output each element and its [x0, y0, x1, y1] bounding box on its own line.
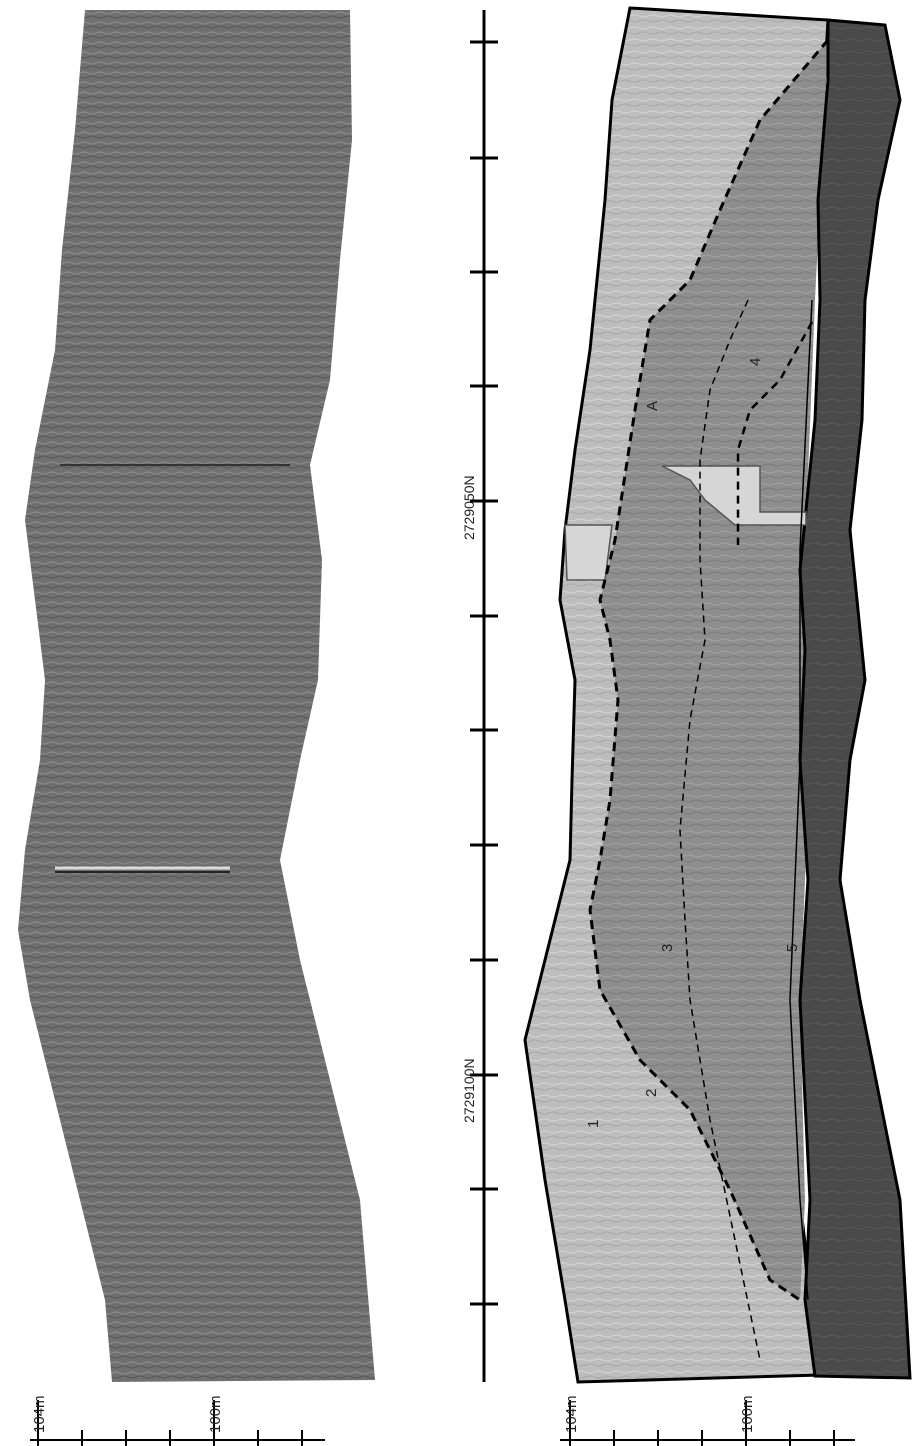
- left-depth-scale: 104m 100m: [30, 1395, 325, 1446]
- northing-axis: 2729050N 2729100N: [461, 10, 498, 1382]
- depth-label-104: 104m: [563, 1395, 580, 1433]
- right-depth-scale: 104m 100m: [560, 1395, 855, 1446]
- radargram-raw-section: [18, 10, 375, 1382]
- unit-label-3: 3: [659, 944, 676, 952]
- left-radargram-panel: 104m 100m: [18, 10, 375, 1446]
- unit-label-4: 4: [747, 358, 764, 366]
- unit-label-1: 1: [585, 1120, 602, 1128]
- annotated-box-upper: [565, 525, 612, 580]
- unit-label-5: 5: [784, 944, 801, 952]
- unit-label-a: A: [644, 401, 661, 411]
- depth-label-104: 104m: [31, 1395, 48, 1433]
- northing-label-2729050n: 2729050N: [461, 475, 477, 540]
- depth-label-100: 100m: [207, 1395, 224, 1433]
- depth-label-100: 100m: [739, 1395, 756, 1433]
- northing-label-2729100n: 2729100N: [461, 1058, 477, 1123]
- right-interpreted-panel: 1 2 3 4 5 A 2729050N 2729100N: [461, 8, 910, 1446]
- unit-label-2: 2: [643, 1089, 660, 1097]
